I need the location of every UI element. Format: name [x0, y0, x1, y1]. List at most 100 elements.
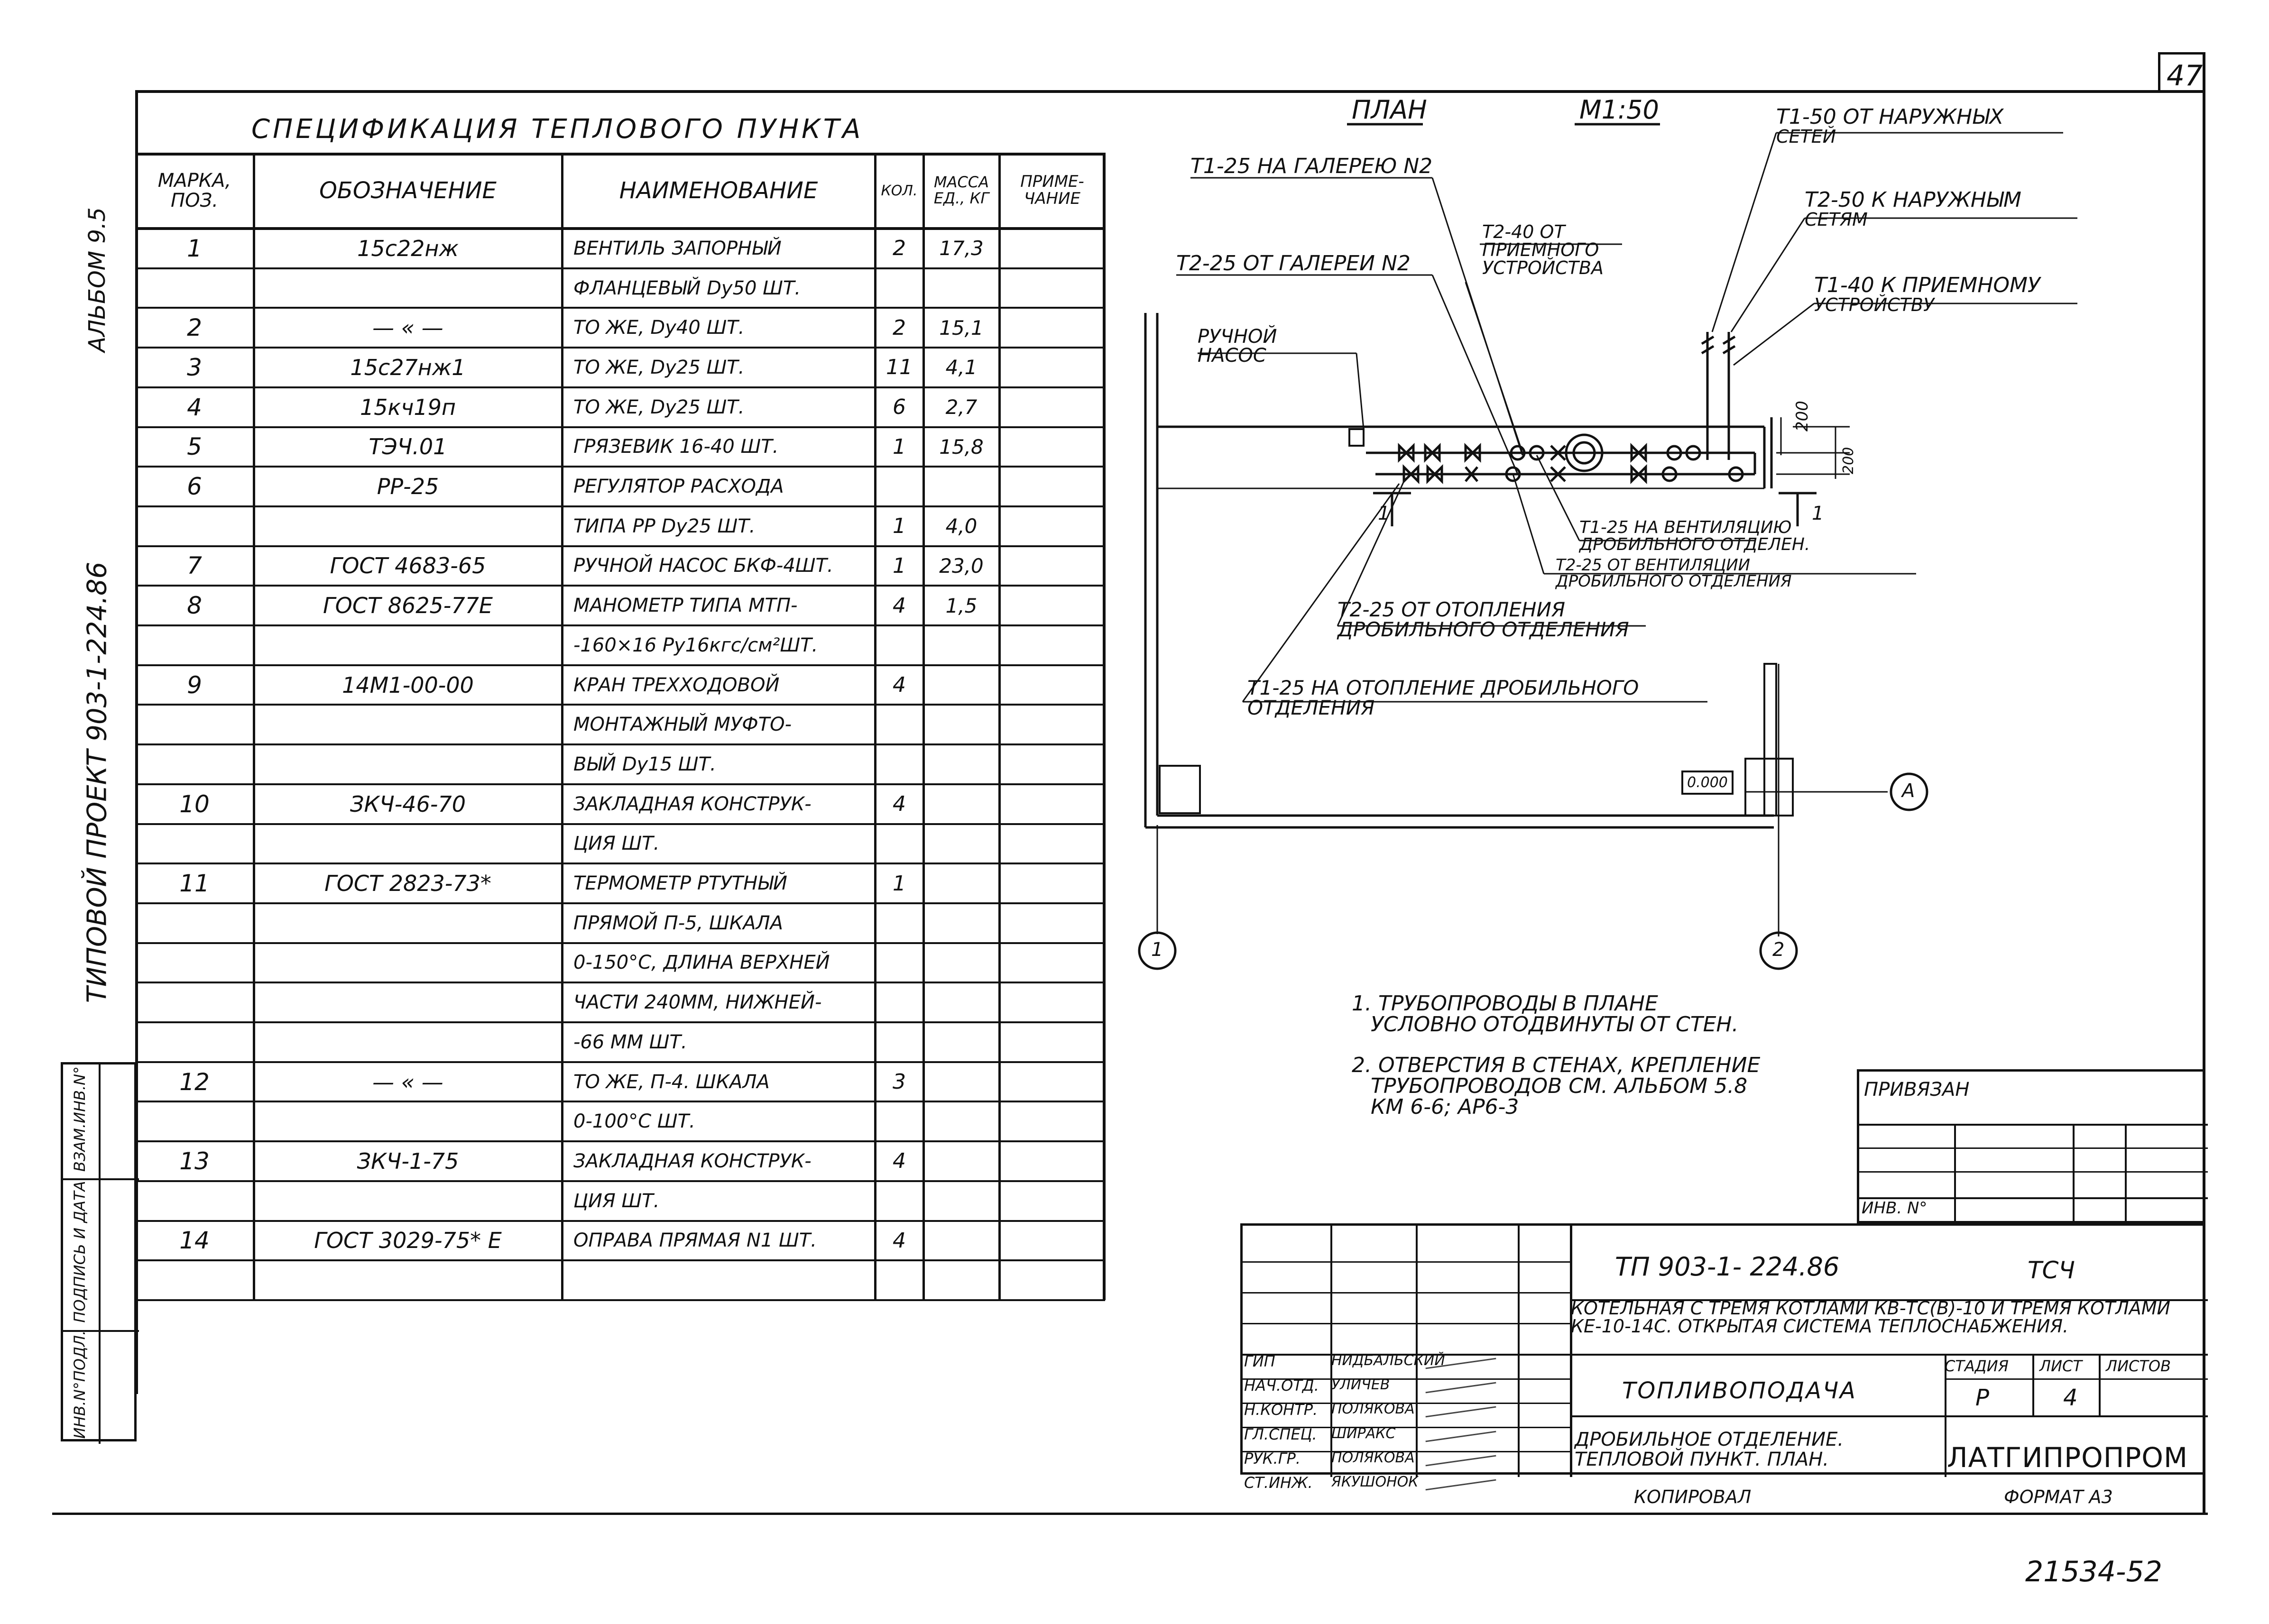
spec-cell-qty: 3	[893, 1070, 906, 1094]
spec-line-row	[135, 1021, 1105, 1023]
table-row: ВЫЙ Dу15 ШТ.	[135, 744, 1105, 784]
spec-cell-mass: 17,3	[939, 237, 984, 260]
dimension-200-b: 200	[1840, 447, 1857, 474]
header-qty: КОЛ.	[881, 182, 918, 199]
spec-cell-mark: 10	[179, 790, 210, 818]
spec-line-top	[135, 153, 1105, 156]
spec-line-col	[253, 153, 255, 1300]
table-row: -66 ММ ШТ.	[135, 1022, 1105, 1062]
spec-cell-mass: 4,1	[945, 356, 978, 379]
spec-cell-name: КРАН ТРЕХХОДОВОЙ	[573, 674, 780, 696]
page-number: 47	[2167, 59, 2203, 92]
spec-cell-designation: 15кч19п	[360, 394, 456, 420]
signature-name: ПОЛЯКОВА	[1331, 1449, 1415, 1466]
axis-bubble-a: А	[1902, 780, 1915, 802]
spec-line-row	[135, 426, 1105, 428]
spec-line-col	[922, 153, 925, 1300]
signature-scribble	[1425, 1382, 1496, 1394]
signature-role: ГИП	[1244, 1352, 1275, 1370]
spec-line-row	[135, 743, 1105, 746]
privyazan-block	[1857, 1069, 2208, 1226]
signature-role: РУК.ГР.	[1244, 1449, 1301, 1468]
table-row: 0-100°С ШТ.	[135, 1101, 1105, 1141]
spec-cell-name: ВЫЙ Dу15 ШТ.	[573, 753, 716, 775]
spec-cell-qty: 2	[893, 315, 906, 340]
spec-cell-name: РУЧНОЙ НАСОС БКФ-4ШТ.	[573, 555, 833, 577]
signature-scribble	[1425, 1431, 1496, 1442]
signature-name: ШИРАКС	[1331, 1425, 1396, 1442]
spec-cell-designation: ГОСТ 8625-77Е	[323, 593, 493, 619]
label-t1-25-gallery: Т1-25 НА ГАЛЕРЕЮ N2	[1190, 154, 1433, 178]
axis-bubble-2: 2	[1772, 939, 1785, 961]
spec-line-row	[135, 1259, 1105, 1262]
signature-name: УЛИЧЕВ	[1331, 1376, 1390, 1394]
stage-label: СТАДИЯ	[1945, 1357, 2009, 1375]
company-name: ЛАТГИПРОПРОМ	[1947, 1441, 2188, 1474]
table-row: ПРЯМОЙ П-5, ШКАЛА	[135, 903, 1105, 943]
signature-role: Н.КОНТР.	[1244, 1401, 1318, 1419]
level-mark: 0.000	[1681, 771, 1734, 795]
signature-role: ГЛ.СПЕЦ.	[1244, 1425, 1317, 1443]
spec-line-col	[874, 153, 876, 1300]
spec-cell-qty: 4	[893, 673, 906, 697]
title-block	[1240, 1223, 2208, 1477]
section-mark-left: 1	[1378, 503, 1390, 524]
spec-cell-mark: 9	[187, 671, 202, 699]
spec-cell-name: -160×16 Ру16кгс/см²ШТ.	[573, 634, 818, 656]
spec-cell-mark: 8	[187, 592, 202, 620]
spec-line-row	[135, 862, 1105, 865]
signature-scribble	[1425, 1406, 1496, 1418]
spec-line-row	[135, 585, 1105, 587]
spec-cell-name: МАНОМЕТР ТИПА МТП-	[573, 595, 798, 617]
spec-cell-qty: 1	[893, 871, 906, 896]
spec-cell-qty: 4	[893, 593, 906, 618]
table-row: -160×16 Ру16кгс/см²ШТ.	[135, 625, 1105, 665]
spec-cell-name: ВЕНТИЛЬ ЗАПОРНЫЙ	[573, 237, 782, 259]
signature-role: СТ.ИНЖ.	[1244, 1474, 1313, 1492]
outer-frame-top	[135, 90, 2205, 93]
spec-cell-qty: 1	[893, 553, 906, 578]
table-row: ЦИЯ ШТ.	[135, 824, 1105, 864]
spec-cell-qty: 1	[893, 434, 906, 459]
spec-line-row	[135, 902, 1105, 904]
spec-cell-mark: 6	[187, 473, 202, 501]
privyazan-label: ПРИВЯЗАН	[1864, 1079, 1970, 1101]
spec-line-row	[135, 783, 1105, 785]
spec-cell-name: ПРЯМОЙ П-5, ШКАЛА	[573, 912, 783, 934]
spec-title: СПЕЦИФИКАЦИЯ ТЕПЛОВОГО ПУНКТА	[251, 114, 864, 145]
table-row: 0-150°С, ДЛИНА ВЕРХНЕЙ	[135, 943, 1105, 983]
spec-line-right	[1103, 153, 1106, 1300]
spec-cell-qty: 6	[893, 395, 906, 420]
sheet-value: 4	[2063, 1385, 2078, 1411]
spec-cell-name: ЦИЯ ШТ.	[573, 1190, 660, 1212]
label-t2-25-gallery: Т2-25 ОТ ГАЛЕРЕИ N2	[1176, 251, 1411, 275]
spec-line-col	[998, 153, 1001, 1300]
signature-scribble	[1425, 1455, 1496, 1467]
spec-line-row	[135, 942, 1105, 944]
spec-cell-name: 0-100°С ШТ.	[573, 1110, 695, 1133]
spec-cell-designation: — « —	[372, 1069, 443, 1095]
bottom-number: 21534-52	[2025, 1555, 2162, 1588]
title-sheet-desc: ДРОБИЛЬНОЕ ОТДЕЛЕНИЕ.ТЕПЛОВОЙ ПУНКТ. ПЛА…	[1575, 1429, 1844, 1470]
table-row: ЧАСТИ 240ММ, НИЖНЕЙ-	[135, 982, 1105, 1022]
spec-cell-name: ТЕРМОМЕТР РТУТНЫЙ	[573, 872, 787, 895]
stage-value: Р	[1975, 1385, 1989, 1411]
spec-line-row	[135, 982, 1105, 984]
spec-line-row	[135, 307, 1105, 309]
table-row: ЦИЯ ШТ.	[135, 1181, 1105, 1221]
spec-cell-mark: 13	[179, 1147, 210, 1175]
